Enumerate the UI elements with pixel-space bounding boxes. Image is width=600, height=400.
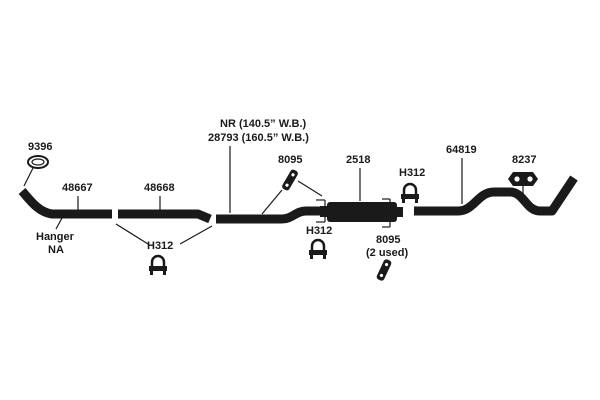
part-label-8095-top: 8095 [278, 154, 302, 166]
part-label-64819: 64819 [446, 144, 477, 156]
hanger-na-note: NA [48, 244, 64, 256]
part-label-48667: 48667 [62, 182, 93, 194]
muffler-body [327, 202, 397, 222]
clamp-h312-middle: H312 [306, 199, 332, 259]
clamp-ring-icon [27, 155, 49, 169]
hanger-8095-top: 8095 [261, 154, 323, 215]
u-clamp-icon [309, 238, 327, 259]
part-label-h312-middle: H312 [306, 225, 332, 237]
part-label-48668: 48668 [144, 182, 175, 194]
intermediate-pipe [216, 206, 322, 224]
clamp-h312-bottom: H312 [115, 223, 213, 275]
part-label-2518: 2518 [346, 154, 370, 166]
hanger-8095-bottom: 8095 (2 used) [366, 234, 409, 281]
u-clamp-icon [149, 254, 167, 275]
front-pipe [18, 188, 112, 219]
bracket-hanger-icon [508, 172, 538, 186]
clamp-h312-right: H312 [382, 167, 425, 228]
u-clamp-icon [401, 182, 419, 203]
part-label-28793-wb: 28793 (160.5” W.B.) [208, 132, 309, 144]
clamp-ring-9396: 9396 [23, 141, 52, 187]
part-label-9396: 9396 [28, 141, 52, 153]
part-label-h312-bottom: H312 [147, 240, 173, 252]
rubber-hanger-icon [376, 259, 392, 281]
exhaust-pipe-assembly [18, 175, 578, 224]
hanger-8237: 8237 [508, 154, 538, 204]
mid-pipe [118, 209, 212, 224]
part-label-8237: 8237 [512, 154, 536, 166]
part-label-2-used: (2 used) [366, 247, 409, 259]
tailpipe [414, 175, 578, 216]
muffler-outlet [396, 207, 403, 217]
part-label-8095-bottom: 8095 [376, 234, 400, 246]
rubber-hanger-icon [282, 169, 298, 191]
hanger-note: Hanger [36, 231, 75, 243]
part-label-nr-wb: NR (140.5” W.B.) [220, 118, 307, 130]
part-label-h312-right: H312 [399, 167, 425, 179]
